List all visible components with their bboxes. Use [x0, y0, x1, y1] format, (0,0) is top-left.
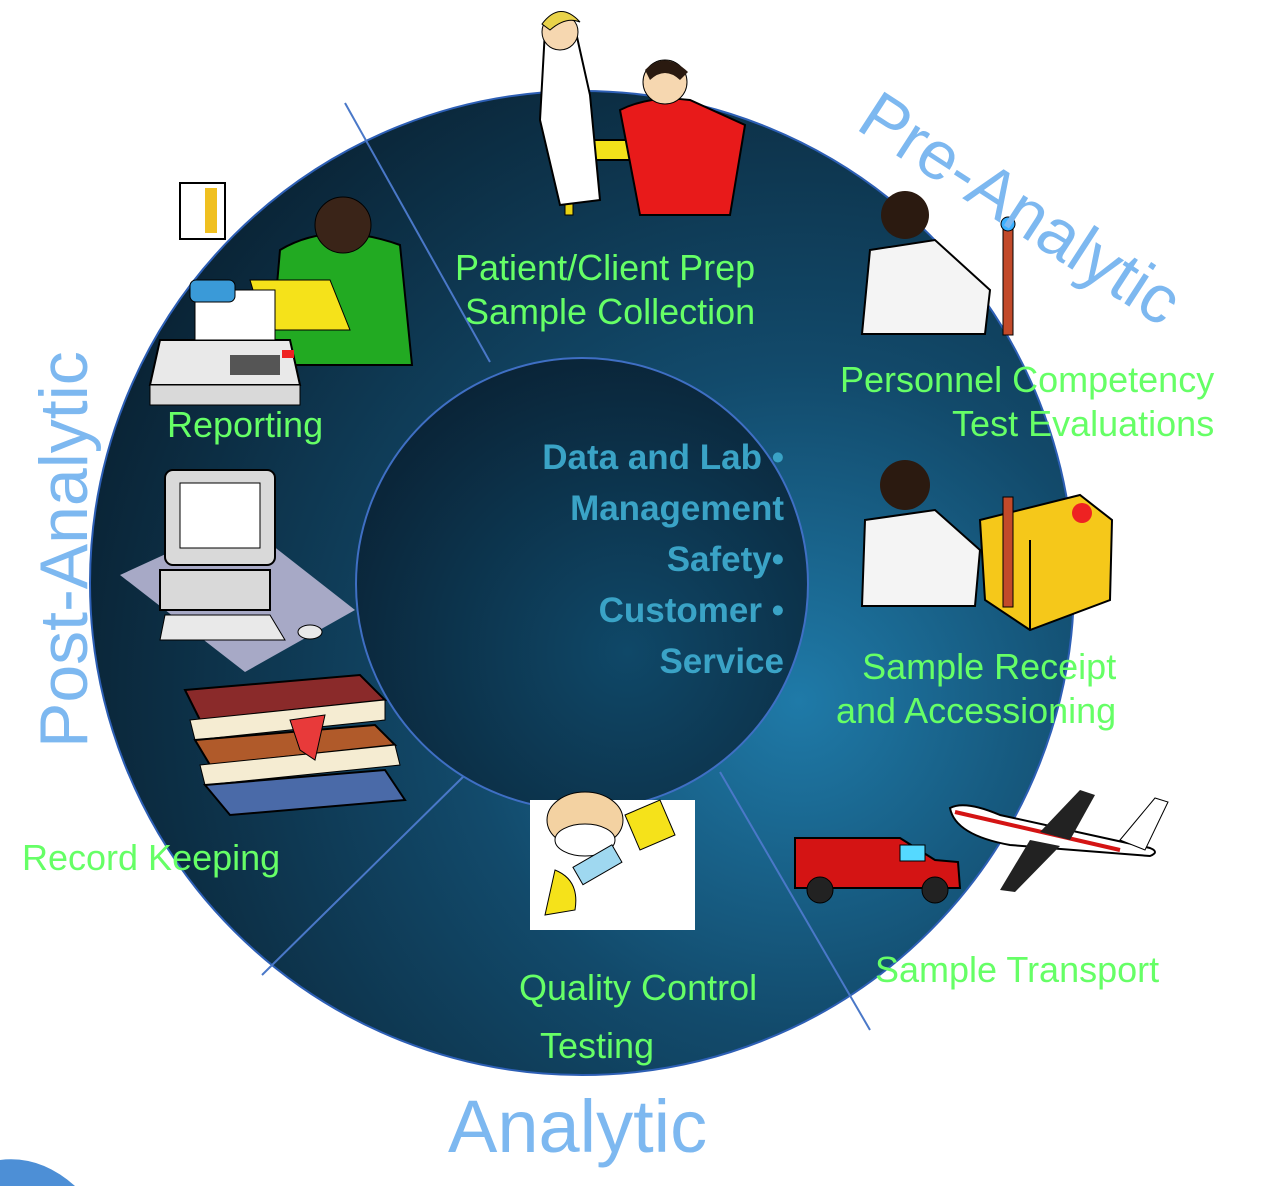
van-icon — [794, 837, 962, 904]
books-icon — [183, 673, 407, 817]
quality-control-label: Quality Control Testing — [519, 966, 757, 1068]
center-line-2: Management — [570, 489, 784, 528]
patient-prep-line-1: Patient/Client Prep — [455, 247, 756, 288]
center-line-3: Safety• — [666, 540, 784, 579]
personnel-label: Personnel Competency Test Evaluations — [840, 358, 1214, 446]
personnel-line-1: Personnel Competency — [840, 359, 1215, 400]
divider-line-right — [719, 771, 871, 1031]
lab-tester-clipart-icon — [530, 791, 695, 930]
center-line-4: Customer • — [598, 591, 784, 630]
patient-prep-line-2: Sample Collection — [465, 290, 756, 332]
divider-line-top — [344, 102, 491, 363]
divider-line-left — [261, 774, 466, 976]
analytic-label: Analytic — [448, 1085, 708, 1168]
doctor-phone-icon — [179, 182, 414, 366]
personnel-line-2: Test Evaluations — [952, 402, 1215, 444]
center-line-1: Data and Lab • — [542, 438, 784, 477]
corner-accent — [0, 1159, 75, 1186]
airplane-icon — [948, 790, 1169, 892]
receipt-label: Sample Receipt and Accessioning — [836, 645, 1116, 733]
receipt-line-2: and Accessioning — [836, 689, 1117, 731]
patient-prep-label: Patient/Client Prep Sample Collection — [455, 246, 755, 334]
computer-icon — [120, 469, 355, 672]
record-keeping-label: Record Keeping — [22, 837, 281, 878]
quality-line-1: Quality Control — [519, 967, 758, 1008]
package-clipart-icon — [860, 460, 1114, 632]
lab-technician-clipart-icon — [860, 191, 1016, 336]
phlebotomy-clipart-icon — [538, 11, 747, 216]
center-line-5: Service — [659, 642, 784, 681]
transport-label: Sample Transport — [875, 949, 1160, 990]
post-analytic-label: Post-Analytic — [26, 351, 102, 748]
center-topics: Data and Lab • Management Safety• Custom… — [542, 432, 784, 687]
reporting-label: Reporting — [167, 404, 324, 445]
receipt-line-1: Sample Receipt — [862, 646, 1117, 687]
quality-line-2: Testing — [540, 1024, 655, 1066]
fax-machine-icon — [148, 279, 302, 406]
